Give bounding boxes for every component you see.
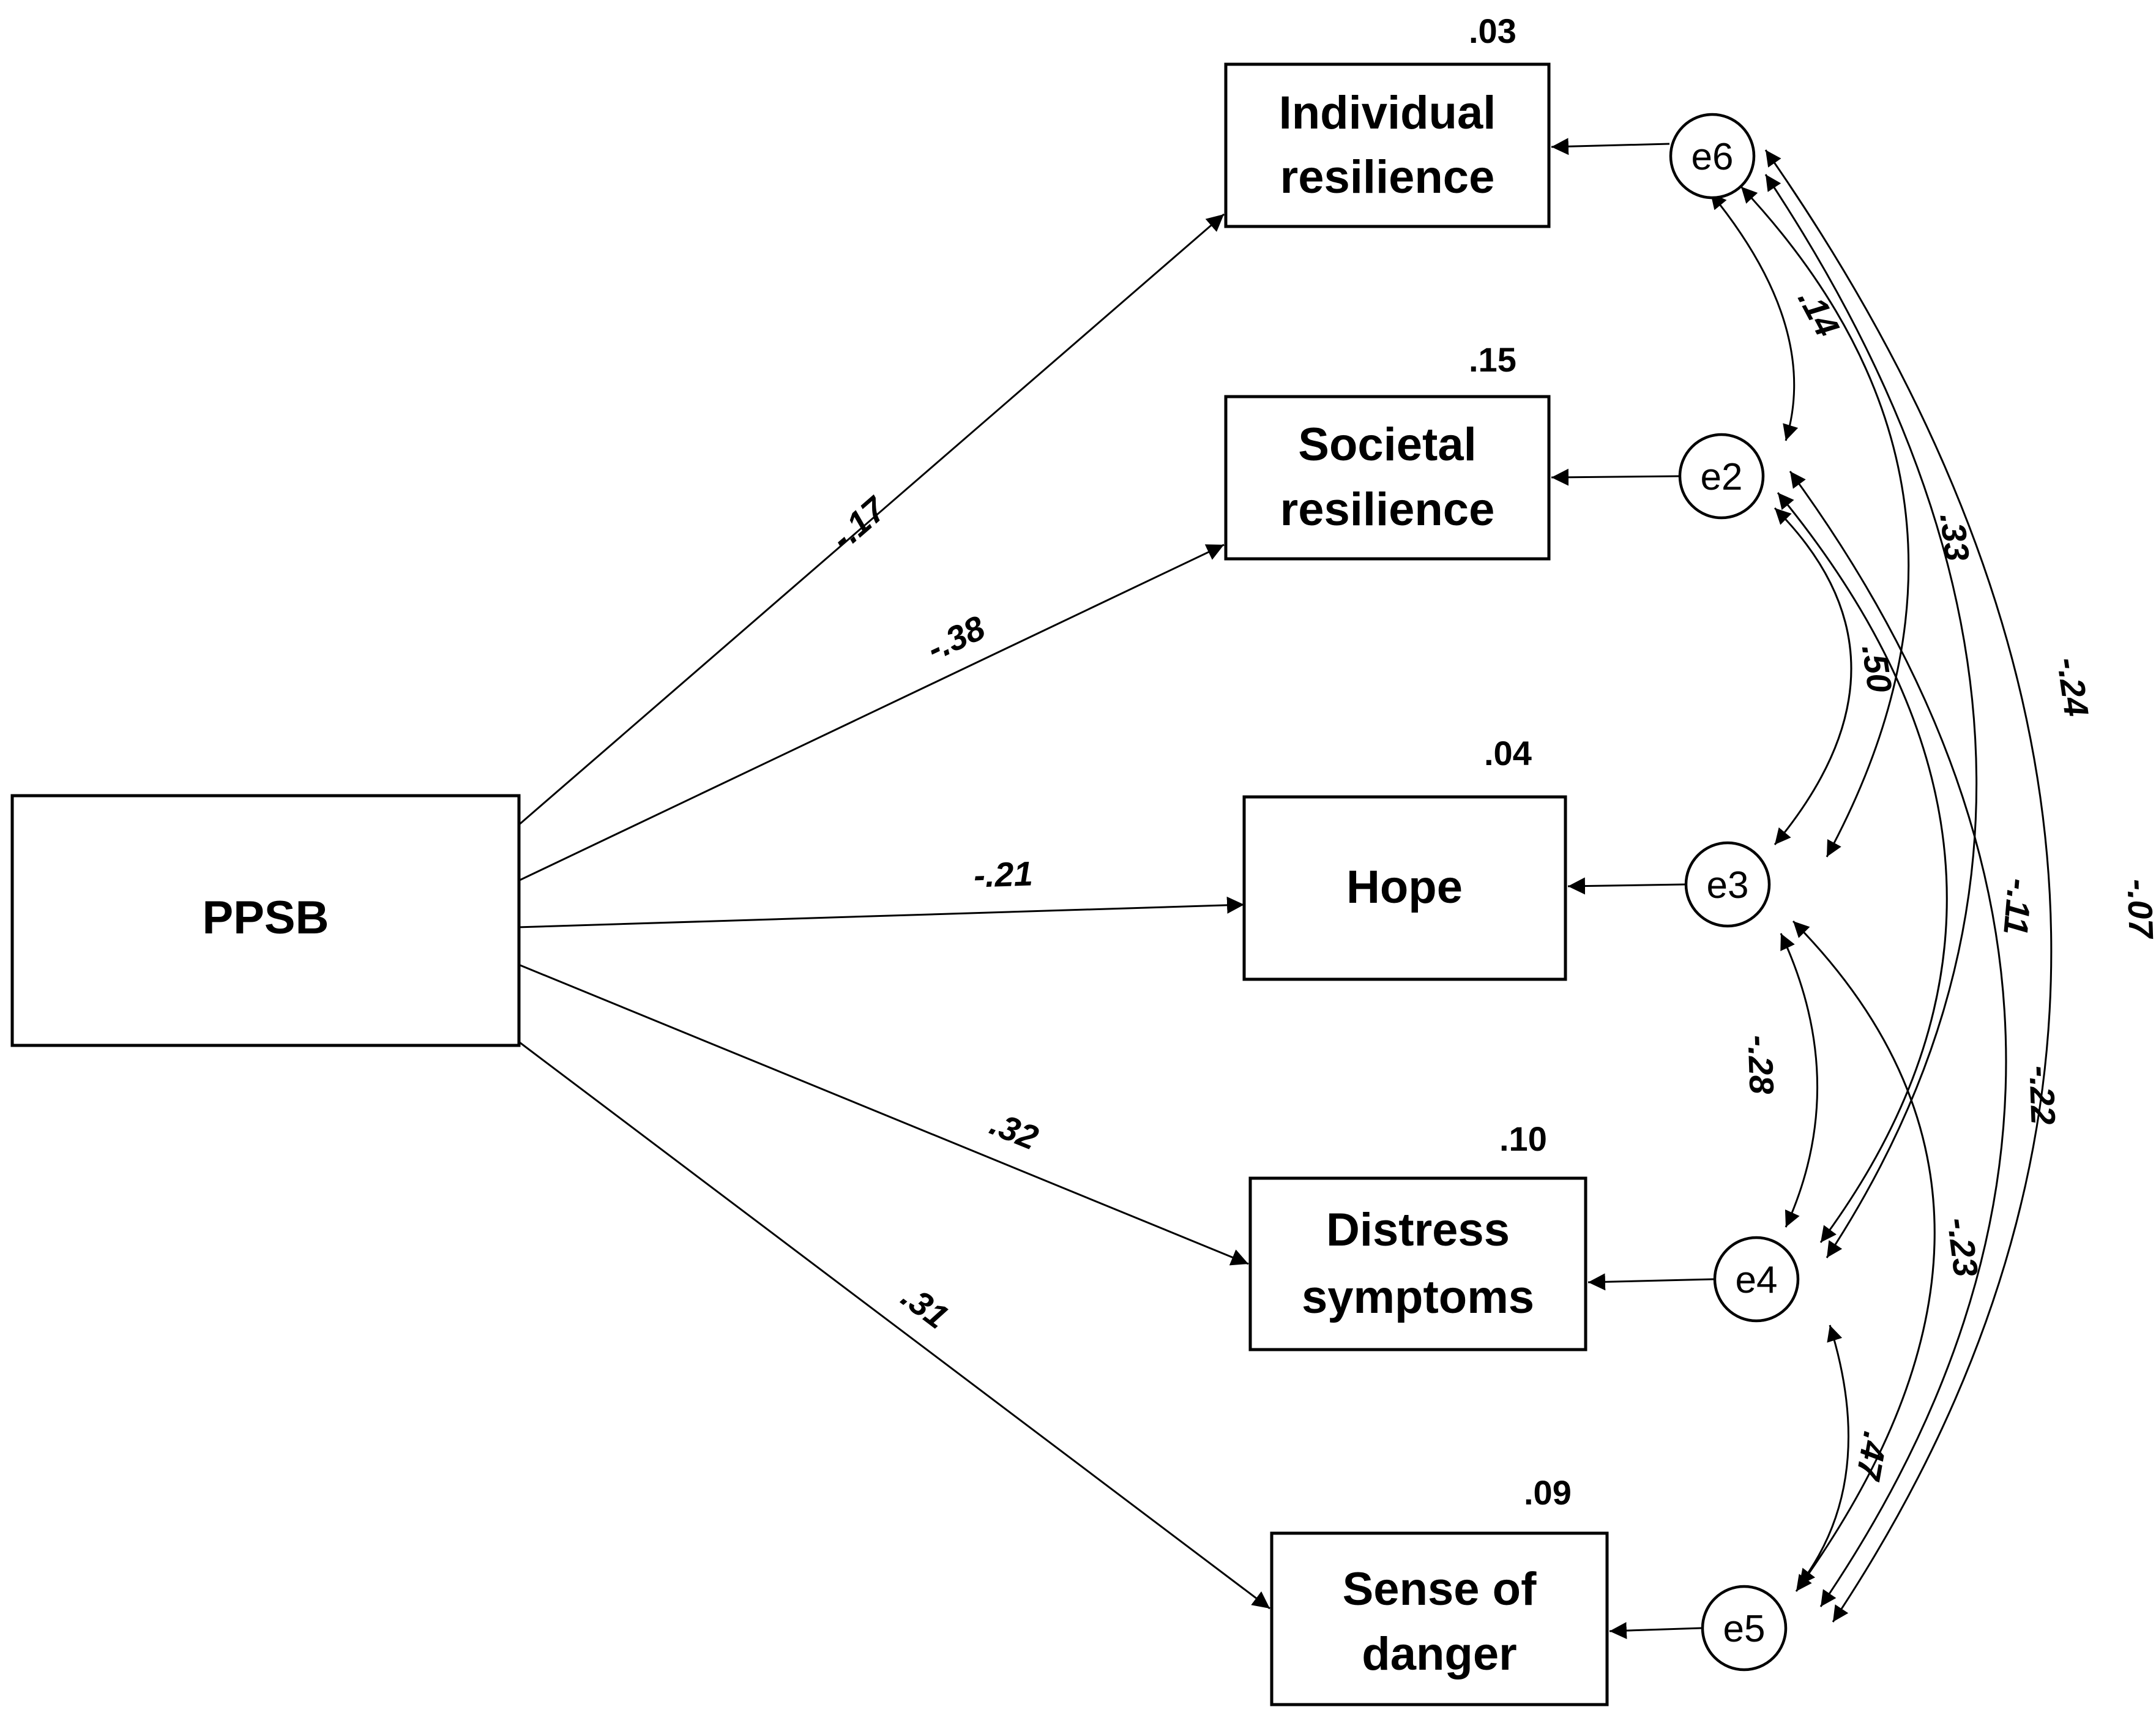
error-e3-label: e3 [1707,864,1749,906]
node-sense-of-danger: Sense of danger .09 [1270,1473,1609,1706]
coef-e6-e4: -.24 [2050,655,2096,719]
node-distress-label-line1: Distress [1326,1204,1510,1256]
coef-ppsb-distress: .32 [985,1104,1043,1157]
error-paths [1551,138,1714,1640]
node-individual-resilience: Individual resilience .03 [1224,12,1551,228]
cov-arc-e3-e4 [1780,933,1819,1228]
r2-hope: .04 [1484,734,1532,772]
node-ppsb-label: PPSB [203,892,329,944]
cov-arc-e6-e2 [1709,192,1799,441]
coef-e2-e4: -.11 [1996,877,2040,936]
cov-arc-e2-e3 [1774,507,1852,845]
node-individual-label-line2: resilience [1280,151,1495,203]
coef-ppsb-individual: -.17 [823,488,894,558]
path-ppsb-hope [517,896,1245,928]
cov-arc-e6-e5 [1764,149,2053,1623]
error-e5: e5 [1701,1585,1788,1672]
error-e6: e6 [1669,113,1756,200]
coef-e4-e5: .47 [1849,1429,1895,1484]
r2-individual: .03 [1469,12,1516,50]
node-distress-label-line2: symptoms [1302,1271,1534,1323]
coef-e2-e3: .50 [1855,642,1900,695]
node-danger-label-line1: Sense of [1343,1563,1537,1615]
error-e5-label: e5 [1723,1608,1766,1650]
coef-ppsb-hope: -.21 [973,854,1034,894]
error-e2-label: e2 [1701,456,1743,498]
covariance-coefficients: .14 .33 -.24 -.07 .50 -.11 -.22 -.28 -.2… [1740,283,2156,1484]
node-societal-resilience: Societal resilience .15 [1224,340,1551,561]
cov-arc-e3-e5 [1792,920,1936,1592]
node-societal-label-line1: Societal [1298,419,1476,471]
coef-e6-e2: .14 [1791,283,1847,343]
node-distress-symptoms: Distress symptoms .10 [1248,1119,1587,1351]
path-e4-distress [1587,1273,1714,1291]
regression-paths [517,213,1270,1610]
path-e3-hope [1567,877,1685,895]
path-ppsb-distress [517,963,1249,1266]
coef-ppsb-societal: -.38 [921,608,991,668]
node-danger-label-line2: danger [1362,1628,1516,1680]
coef-e6-e3: .33 [1933,511,1977,563]
cov-arc-e2-e5 [1789,471,2007,1607]
coef-e3-e5: -.23 [1940,1216,1985,1279]
node-hope: Hope .04 [1242,734,1567,981]
covariance-arcs [1709,149,2053,1623]
r2-societal: .15 [1469,340,1516,379]
coef-ppsb-danger: .31 [895,1277,956,1336]
cov-arc-e4-e5 [1798,1325,1849,1586]
node-ppsb: PPSB [10,794,521,1047]
coef-e3-e4: -.28 [1740,1034,1781,1095]
path-e2-societal [1551,468,1679,486]
cov-arc-e2-e4 [1777,492,1948,1243]
r2-danger: .09 [1524,1473,1572,1512]
path-ppsb-societal [517,544,1225,883]
path-e5-danger [1609,1622,1702,1640]
error-e4-label: e4 [1736,1259,1778,1301]
coef-e6-e5: -.07 [2120,878,2156,940]
error-e3: e3 [1684,841,1771,928]
error-e6-label: e6 [1692,136,1734,178]
path-ppsb-danger [517,1039,1270,1610]
node-societal-label-line2: resilience [1280,484,1495,536]
error-e4: e4 [1713,1236,1800,1323]
cov-arc-e6-e4 [1764,174,1978,1258]
path-ppsb-individual [517,213,1225,828]
coef-e2-e5: -.22 [2022,1065,2062,1126]
node-individual-label-line1: Individual [1279,87,1496,139]
r2-distress: .10 [1499,1119,1547,1158]
error-e2: e2 [1678,433,1765,520]
node-hope-label: Hope [1346,861,1463,913]
path-e6-individual [1551,138,1670,155]
